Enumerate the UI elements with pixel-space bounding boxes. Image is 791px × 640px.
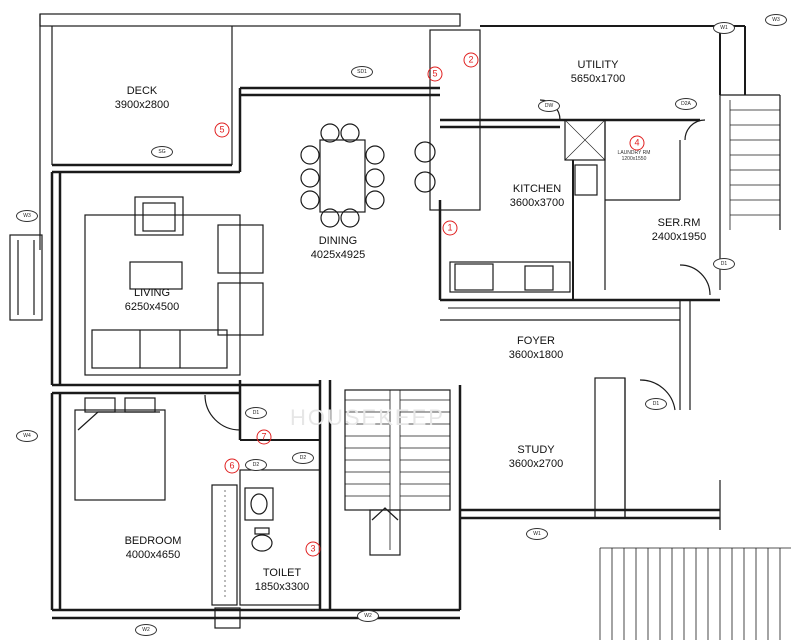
marker-2: 2 bbox=[463, 52, 479, 68]
tag-sd1: SD1 bbox=[351, 66, 373, 78]
tag-d2-toilet: D2 bbox=[245, 459, 267, 471]
marker-5-deck: 5 bbox=[214, 122, 230, 138]
tag-w2-bedroom: W2 bbox=[135, 624, 157, 636]
watermark: HOUSEKEEP bbox=[290, 405, 445, 430]
marker-7: 7 bbox=[256, 429, 272, 445]
deck-parapet bbox=[39, 13, 461, 27]
marker-6: 6 bbox=[224, 458, 240, 474]
tag-d2-stair: D2 bbox=[292, 452, 314, 464]
tag-d2a: D2A bbox=[675, 98, 697, 110]
tag-w4: W4 bbox=[16, 430, 38, 442]
tag-d1-bedroom: D1 bbox=[245, 407, 267, 419]
tag-w1-study: W1 bbox=[526, 528, 548, 540]
marker-1: 1 bbox=[442, 220, 458, 236]
marker-3: 3 bbox=[305, 541, 321, 557]
tag-d1-study: D1 bbox=[645, 398, 667, 410]
tag-dw: DW bbox=[538, 100, 560, 112]
tag-w3-left: W3 bbox=[16, 210, 38, 222]
marker-5-utility: 5 bbox=[427, 66, 443, 82]
tag-w3-top: W3 bbox=[765, 14, 787, 26]
tag-w2-bottom: W2 bbox=[357, 610, 379, 622]
tag-d1-serrm: D1 bbox=[713, 258, 735, 270]
tag-sg: SG bbox=[151, 146, 173, 158]
marker-4: 4 bbox=[629, 135, 645, 151]
tag-w1: W1 bbox=[713, 22, 735, 34]
